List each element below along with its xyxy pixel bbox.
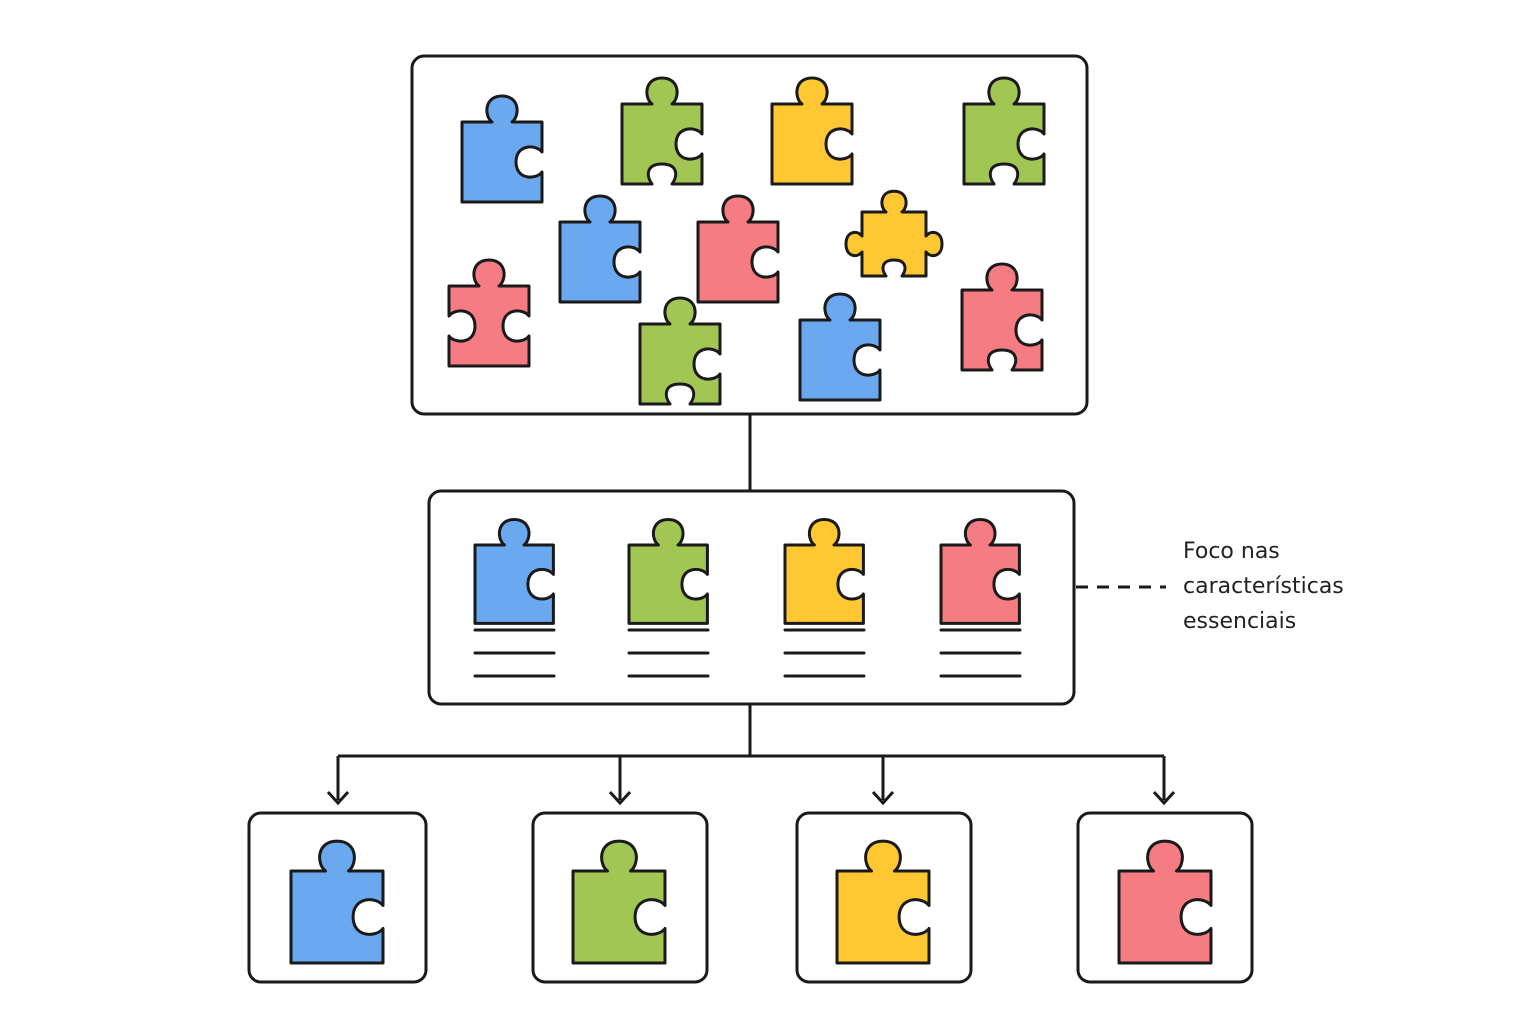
annotation-line-3: essenciais [1183, 609, 1297, 634]
annotation-line-2: características [1183, 574, 1344, 599]
connector-lines [326, 414, 1176, 806]
output-pieces-group [289, 839, 1213, 965]
essentials-box [427, 489, 1076, 706]
arrow-down-icon [326, 790, 350, 806]
arrow-down-icon [608, 790, 632, 806]
arrow-down-icon [871, 790, 895, 806]
annotation-text: Foco nas características essenciais [1183, 534, 1443, 639]
description-lines-group [473, 628, 1022, 678]
annotation-line-1: Foco nas [1183, 539, 1280, 564]
arrow-down-icon [1152, 790, 1176, 806]
